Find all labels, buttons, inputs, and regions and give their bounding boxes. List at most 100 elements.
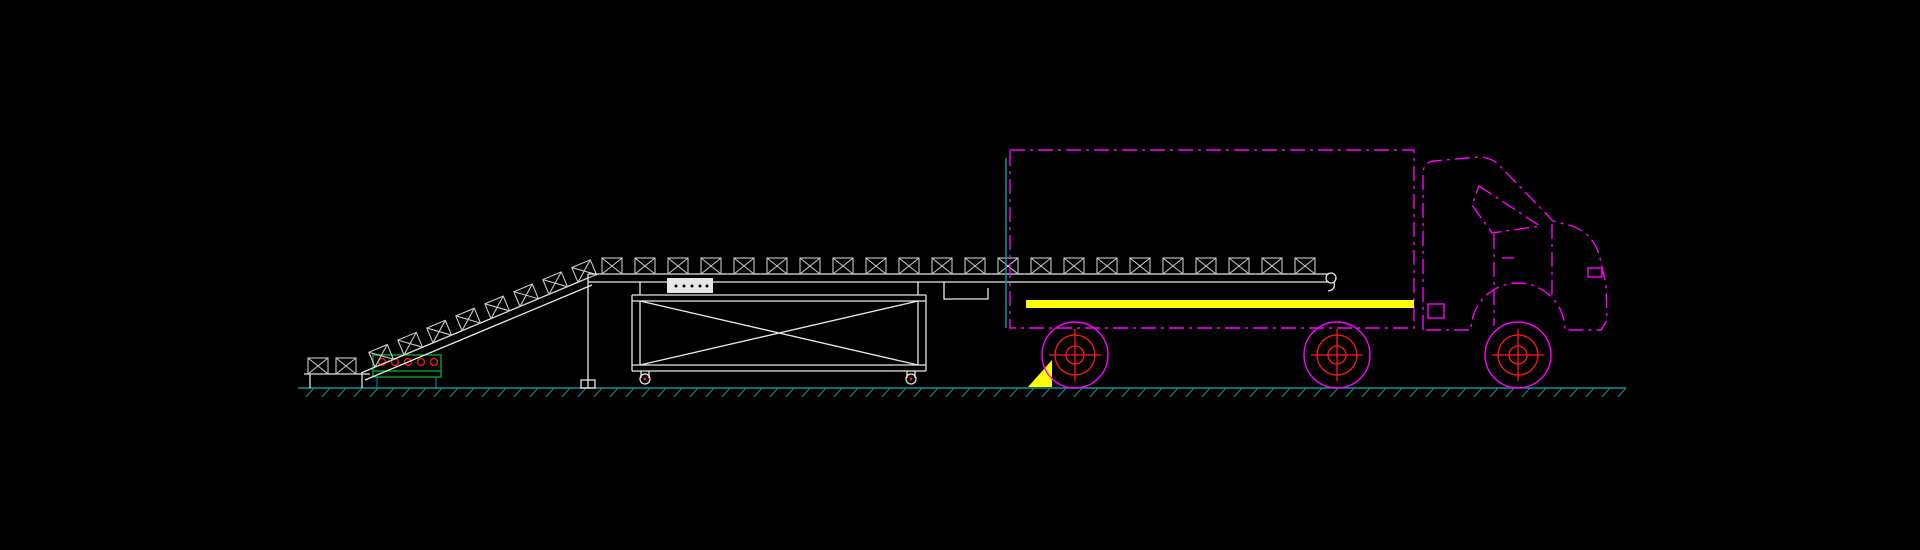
hatch-tick bbox=[961, 387, 971, 398]
cab-step bbox=[1427, 303, 1445, 319]
hatch-tick bbox=[721, 387, 731, 398]
incline-packages bbox=[368, 259, 598, 368]
hatch-tick bbox=[1617, 387, 1627, 398]
hatch-tick bbox=[897, 387, 907, 398]
hatch-tick bbox=[305, 387, 315, 398]
control-box-body bbox=[667, 278, 713, 293]
hatch-tick bbox=[977, 387, 987, 398]
hatch-tick bbox=[497, 387, 507, 398]
hatch-tick bbox=[849, 387, 859, 398]
feed-section bbox=[304, 357, 370, 388]
hatch-tick bbox=[1521, 387, 1531, 398]
hatch-tick bbox=[1073, 387, 1083, 398]
hatch-tick bbox=[1137, 387, 1147, 398]
package bbox=[865, 257, 887, 275]
package bbox=[1195, 257, 1217, 275]
hatch-tick bbox=[1185, 387, 1195, 398]
hatch-tick bbox=[1249, 387, 1259, 398]
support-post bbox=[580, 282, 596, 389]
horizontal-packages bbox=[601, 257, 1316, 275]
roller bbox=[429, 357, 439, 367]
package bbox=[307, 357, 329, 375]
hatch-tick bbox=[1009, 387, 1019, 398]
control-box bbox=[667, 278, 713, 293]
hatch-tick bbox=[513, 387, 523, 398]
roller bbox=[416, 357, 426, 367]
package bbox=[601, 257, 623, 275]
hatch-tick bbox=[1425, 387, 1435, 398]
package bbox=[799, 257, 821, 275]
hatch-tick bbox=[1025, 387, 1035, 398]
hatch-tick bbox=[593, 387, 603, 398]
package bbox=[832, 257, 854, 275]
hatch-tick bbox=[353, 387, 363, 398]
hatch-tick bbox=[769, 387, 779, 398]
boom-notch bbox=[943, 282, 989, 300]
package bbox=[898, 257, 920, 275]
end-pulley bbox=[1325, 272, 1337, 284]
hatch-tick bbox=[1505, 387, 1515, 398]
hatch-tick bbox=[1297, 387, 1307, 398]
hatch-tick bbox=[1329, 387, 1339, 398]
wheels bbox=[1041, 321, 1552, 389]
hatch-tick bbox=[1361, 387, 1371, 398]
package bbox=[667, 257, 689, 275]
hatch-tick bbox=[1553, 387, 1563, 398]
hatch-tick bbox=[1473, 387, 1483, 398]
ground-hatch bbox=[305, 387, 1627, 398]
package bbox=[426, 319, 453, 344]
wheel bbox=[1041, 321, 1109, 389]
trailer-outline bbox=[1009, 149, 1415, 329]
hatch-tick bbox=[945, 387, 955, 398]
hatch-tick bbox=[1169, 387, 1179, 398]
hatch-tick bbox=[913, 387, 923, 398]
hatch-tick bbox=[1457, 387, 1467, 398]
hatch-tick bbox=[1201, 387, 1211, 398]
roller bbox=[377, 357, 387, 367]
hatch-tick bbox=[993, 387, 1003, 398]
hatch-tick bbox=[449, 387, 459, 398]
package bbox=[1294, 257, 1316, 275]
hatch-tick bbox=[1121, 387, 1131, 398]
hatch-tick bbox=[1441, 387, 1451, 398]
hatch-tick bbox=[1217, 387, 1227, 398]
hatch-tick bbox=[753, 387, 763, 398]
cab-side-window bbox=[1471, 184, 1542, 234]
hatch-tick bbox=[385, 387, 395, 398]
frame-diagonal-brace bbox=[639, 300, 919, 366]
package bbox=[964, 257, 986, 275]
package bbox=[733, 257, 755, 275]
hatch-tick bbox=[673, 387, 683, 398]
feed-packages bbox=[307, 357, 357, 375]
package bbox=[1261, 257, 1283, 275]
incline-belt-bottom bbox=[364, 284, 593, 381]
hatch-tick bbox=[1057, 387, 1067, 398]
package bbox=[1129, 257, 1151, 275]
hatch-tick bbox=[1377, 387, 1387, 398]
ground bbox=[298, 387, 1627, 398]
package bbox=[931, 257, 953, 275]
trailer-box bbox=[1005, 149, 1415, 329]
package bbox=[634, 257, 656, 275]
cargo-floor-stripe bbox=[1026, 300, 1414, 308]
hatch-tick bbox=[881, 387, 891, 398]
hatch-tick bbox=[529, 387, 539, 398]
hatch-tick bbox=[1585, 387, 1595, 398]
hatch-tick bbox=[657, 387, 667, 398]
hatch-tick bbox=[689, 387, 699, 398]
hatch-tick bbox=[1393, 387, 1403, 398]
hatch-tick bbox=[641, 387, 651, 398]
truck-cab bbox=[1422, 156, 1608, 331]
hatch-tick bbox=[321, 387, 331, 398]
wheel-chock bbox=[1028, 360, 1052, 387]
control-dot bbox=[690, 284, 694, 288]
control-dot bbox=[705, 284, 709, 288]
hatch-tick bbox=[481, 387, 491, 398]
end-chute bbox=[1327, 281, 1336, 292]
hatch-tick bbox=[1489, 387, 1499, 398]
package bbox=[513, 283, 540, 308]
package bbox=[542, 271, 569, 295]
package bbox=[997, 257, 1019, 275]
hatch-tick bbox=[785, 387, 795, 398]
